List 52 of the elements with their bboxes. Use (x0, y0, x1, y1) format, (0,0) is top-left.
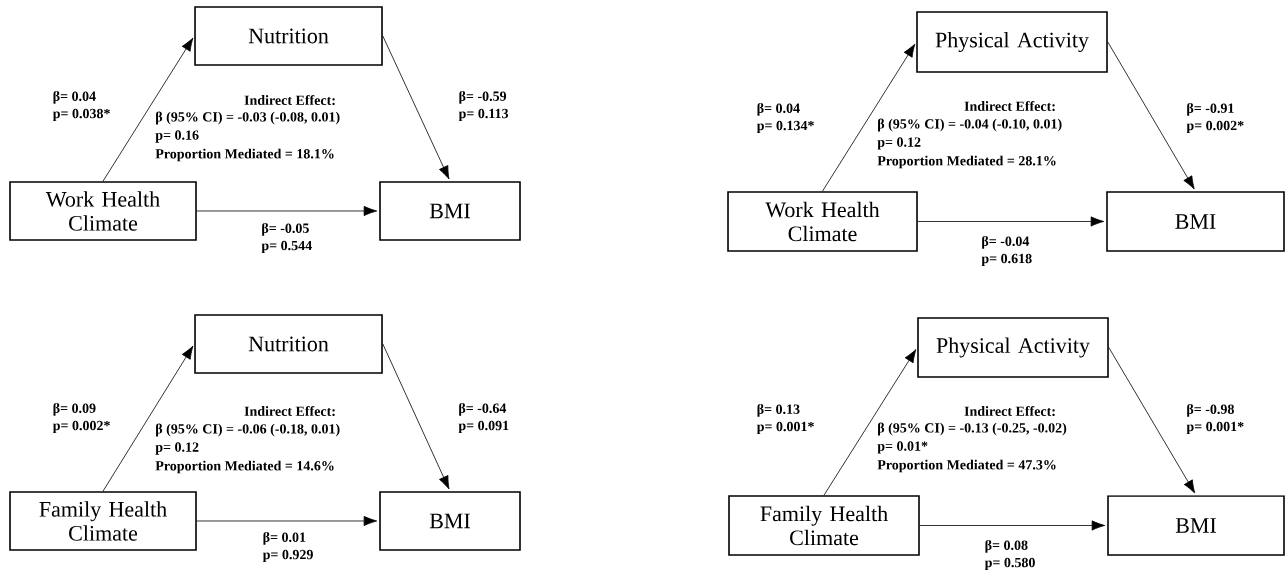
edge-label: β= -0.05 p= 0.544 (261, 222, 312, 254)
variable-box: Nutrition (194, 314, 383, 374)
edge-label: β= 0.08 p= 0.580 (984, 539, 1035, 571)
edge-label: β= -0.59 p= 0.113 (458, 90, 509, 122)
edge-label: β= 0.04 p= 0.134* (756, 102, 814, 134)
variable-box: Work Health Climate (9, 181, 197, 241)
arrow (917, 216, 1105, 227)
effect-text: p= 0.16 (155, 130, 199, 143)
variable-box: BMI (379, 181, 521, 241)
effect-heading: Indirect Effect: (244, 405, 335, 416)
edge-label: β= 0.09 p= 0.002* (52, 402, 110, 434)
effect-text: p= 0.12 (877, 137, 921, 150)
effect-text: p= 0.12 (155, 442, 199, 455)
arrow (102, 37, 194, 182)
effect-text: Proportion Mediated = 14.6% (155, 460, 334, 474)
effect-text: Proportion Mediated = 47.3% (877, 459, 1056, 473)
variable-box: Nutrition (194, 6, 383, 66)
effect-text: p= 0.01* (877, 441, 928, 454)
variable-box: Work Health Climate (727, 191, 918, 252)
edge-label: β= -0.98 p= 0.001* (1186, 403, 1244, 435)
edge-label: β= 0.13 p= 0.001* (756, 403, 814, 435)
edge-label: β= 0.04 p= 0.038* (52, 90, 110, 122)
variable-box: Physical Activity (916, 11, 1108, 73)
variable-box: Physical Activity (917, 317, 1109, 378)
arrow (382, 35, 450, 180)
edge-label: β= -0.64 p= 0.091 (458, 402, 509, 434)
effect-heading: Indirect Effect: (244, 94, 335, 105)
arrow (196, 205, 378, 217)
arrow (822, 43, 916, 192)
arrow (823, 349, 917, 496)
arrow (196, 515, 378, 527)
variable-box: Family Health Climate (728, 495, 920, 556)
effect-text: β (95% CI) = -0.03 (-0.08, 0.01) (156, 111, 340, 125)
effect-text: β (95% CI) = -0.13 (-0.25, -0.02) (878, 422, 1067, 436)
arrow (102, 345, 194, 492)
edge-label: β= -0.91 p= 0.002* (1186, 102, 1244, 134)
variable-box: BMI (1106, 191, 1285, 252)
arrow (919, 520, 1106, 531)
effect-heading: Indirect Effect: (964, 101, 1055, 111)
arrow (1108, 347, 1196, 494)
variable-box: Family Health Climate (9, 491, 197, 551)
variable-box: BMI (379, 491, 521, 551)
effect-text: β (95% CI) = -0.06 (-0.18, 0.01) (156, 423, 340, 437)
arrow (1107, 41, 1195, 190)
edge-label: β= -0.04 p= 0.618 (981, 235, 1032, 267)
effect-text: β (95% CI) = -0.04 (-0.10, 0.01) (878, 118, 1062, 132)
edge-label: β= 0.01 p= 0.929 (262, 531, 313, 563)
effect-text: Proportion Mediated = 28.1% (877, 155, 1056, 169)
variable-box: BMI (1107, 495, 1285, 556)
arrow (382, 343, 450, 490)
effect-heading: Indirect Effect: (964, 405, 1055, 416)
effect-text: Proportion Mediated = 18.1% (155, 148, 334, 162)
